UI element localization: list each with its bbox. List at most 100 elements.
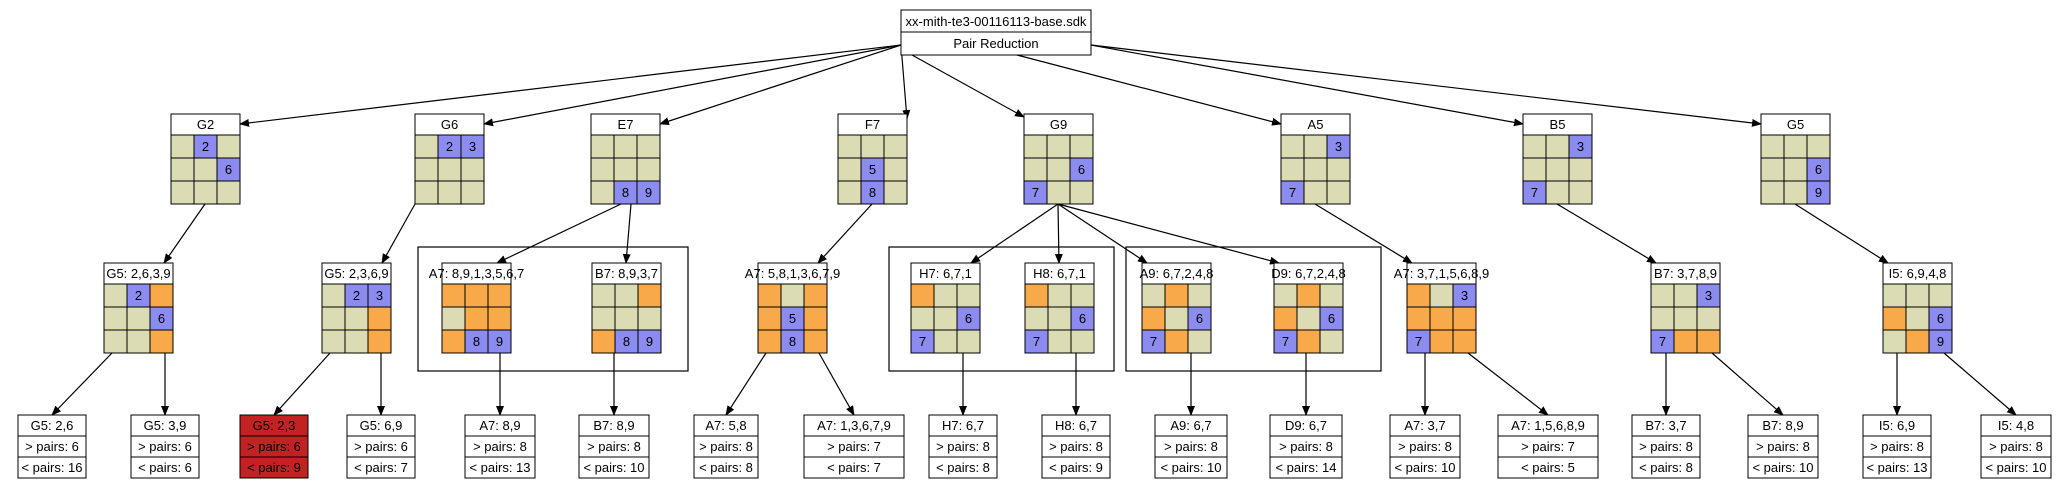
sudoku-node: H7: 6,7,167	[910, 262, 981, 354]
empty-cell	[613, 134, 638, 159]
tree-edge	[725, 352, 767, 416]
cell-digit: 3	[469, 139, 476, 154]
pair-cell	[1024, 283, 1049, 308]
leaf-less-pairs: < pairs: 10	[1160, 460, 1221, 475]
pair-cell	[464, 306, 489, 331]
empty-cell	[883, 134, 908, 159]
node-label: I5: 6,9,4,8	[1889, 266, 1947, 281]
node-label: G5	[1787, 117, 1804, 132]
leaf-box	[1631, 414, 1701, 479]
pair-cell	[757, 283, 782, 308]
candidate-cell	[1928, 329, 1953, 354]
leaf-label: B7: 8,9	[1762, 418, 1803, 433]
cell-digit: 3	[1461, 288, 1468, 303]
node-label: B5	[1550, 117, 1566, 132]
pair-cell	[1141, 306, 1166, 331]
leaf-greater-pairs: > pairs: 7	[1521, 439, 1575, 454]
cell-digit: 6	[1078, 162, 1085, 177]
empty-cell	[1141, 283, 1166, 308]
node-label: H7: 6,7,1	[919, 266, 972, 281]
leaf-node: I5: 4,8> pairs: 8< pairs: 10	[1980, 414, 2052, 479]
leaf-box	[1389, 414, 1461, 479]
tree-edge	[911, 54, 1025, 118]
empty-cell	[1650, 283, 1675, 308]
empty-cell	[956, 329, 981, 354]
leaf-greater-pairs: > pairs: 6	[354, 439, 408, 454]
empty-cell	[837, 157, 862, 182]
empty-cell	[1273, 283, 1298, 308]
leaf-greater-pairs: > pairs: 8	[699, 439, 753, 454]
cell-digit: 2	[353, 288, 360, 303]
cell-digit: 7	[1032, 185, 1039, 200]
cell-digit: 6	[1079, 311, 1086, 326]
leaf-node: D9: 6,7> pairs: 8< pairs: 14	[1269, 414, 1343, 479]
empty-cell	[837, 180, 862, 205]
candidate-cell	[637, 329, 662, 354]
cell-digit: 7	[1289, 185, 1296, 200]
pair-cell	[1296, 283, 1321, 308]
empty-cell	[193, 180, 218, 205]
leaf-greater-pairs: > pairs: 8	[1279, 439, 1333, 454]
pair-cell	[1673, 329, 1698, 354]
cell-digit: 7	[1531, 185, 1538, 200]
empty-cell	[1696, 306, 1721, 331]
node-label: H8: 6,7,1	[1033, 266, 1086, 281]
empty-cell	[437, 157, 462, 182]
pair-cell	[149, 329, 174, 354]
leaf-box	[1154, 414, 1228, 479]
empty-cell	[216, 180, 241, 205]
leaf-node: B7: 3,7> pairs: 8< pairs: 8	[1631, 414, 1701, 479]
cell-digit: 2	[446, 139, 453, 154]
empty-cell	[1187, 329, 1212, 354]
empty-cell	[1046, 180, 1071, 205]
leaf-label: G5: 6,9	[360, 418, 403, 433]
leaf-box	[1269, 414, 1343, 479]
empty-cell	[883, 157, 908, 182]
leaf-label: I5: 6,9	[1879, 418, 1915, 433]
empty-cell	[1522, 134, 1547, 159]
empty-cell	[780, 283, 805, 308]
tree-edge	[1556, 203, 1657, 264]
tree-edge	[1467, 352, 1549, 416]
tree-edge	[51, 352, 113, 416]
empty-cell	[933, 283, 958, 308]
cell-digit: 7	[1282, 334, 1289, 349]
empty-cell	[1187, 283, 1212, 308]
empty-cell	[956, 283, 981, 308]
cell-digit: 6	[225, 162, 232, 177]
empty-cell	[103, 306, 128, 331]
cell-digit: 3	[1705, 288, 1712, 303]
node-label: G6	[441, 117, 458, 132]
empty-cell	[1303, 134, 1328, 159]
tree-edge	[818, 352, 855, 416]
empty-cell	[321, 329, 346, 354]
leaf-node: I5: 6,9 > pairs: 8 < pairs: 13	[1862, 414, 1932, 479]
empty-cell	[590, 157, 615, 182]
leaf-node: G5: 6,9> pairs: 6< pairs: 7	[346, 414, 416, 479]
empty-cell	[614, 283, 639, 308]
empty-cell	[1650, 306, 1675, 331]
empty-cell	[1783, 180, 1808, 205]
empty-cell	[1673, 283, 1698, 308]
empty-cell	[1070, 283, 1095, 308]
cell-digit: 9	[1815, 185, 1822, 200]
cell-digit: 9	[645, 185, 652, 200]
node-label: B7: 8,9,3,7	[595, 266, 658, 281]
leaf-less-pairs: < pairs: 13	[1866, 460, 1927, 475]
empty-cell	[613, 157, 638, 182]
node-label: A7: 5,8,1,3,6,7,9	[745, 266, 840, 281]
leaf-node: A7: 1,3,6,7,9> pairs: 7< pairs: 7	[803, 414, 905, 479]
empty-cell	[1760, 180, 1785, 205]
sudoku-node: H8: 6,7,167	[1024, 262, 1095, 354]
leaf-less-pairs: < pairs: 14	[1275, 460, 1336, 475]
sudoku-node: A7: 3,7,1,5,6,8,937	[1394, 262, 1489, 354]
leaf-greater-pairs: > pairs: 8	[1870, 439, 1924, 454]
empty-cell	[1303, 157, 1328, 182]
leaf-box	[1041, 414, 1111, 479]
leaf-label: H7: 6,7	[942, 418, 984, 433]
